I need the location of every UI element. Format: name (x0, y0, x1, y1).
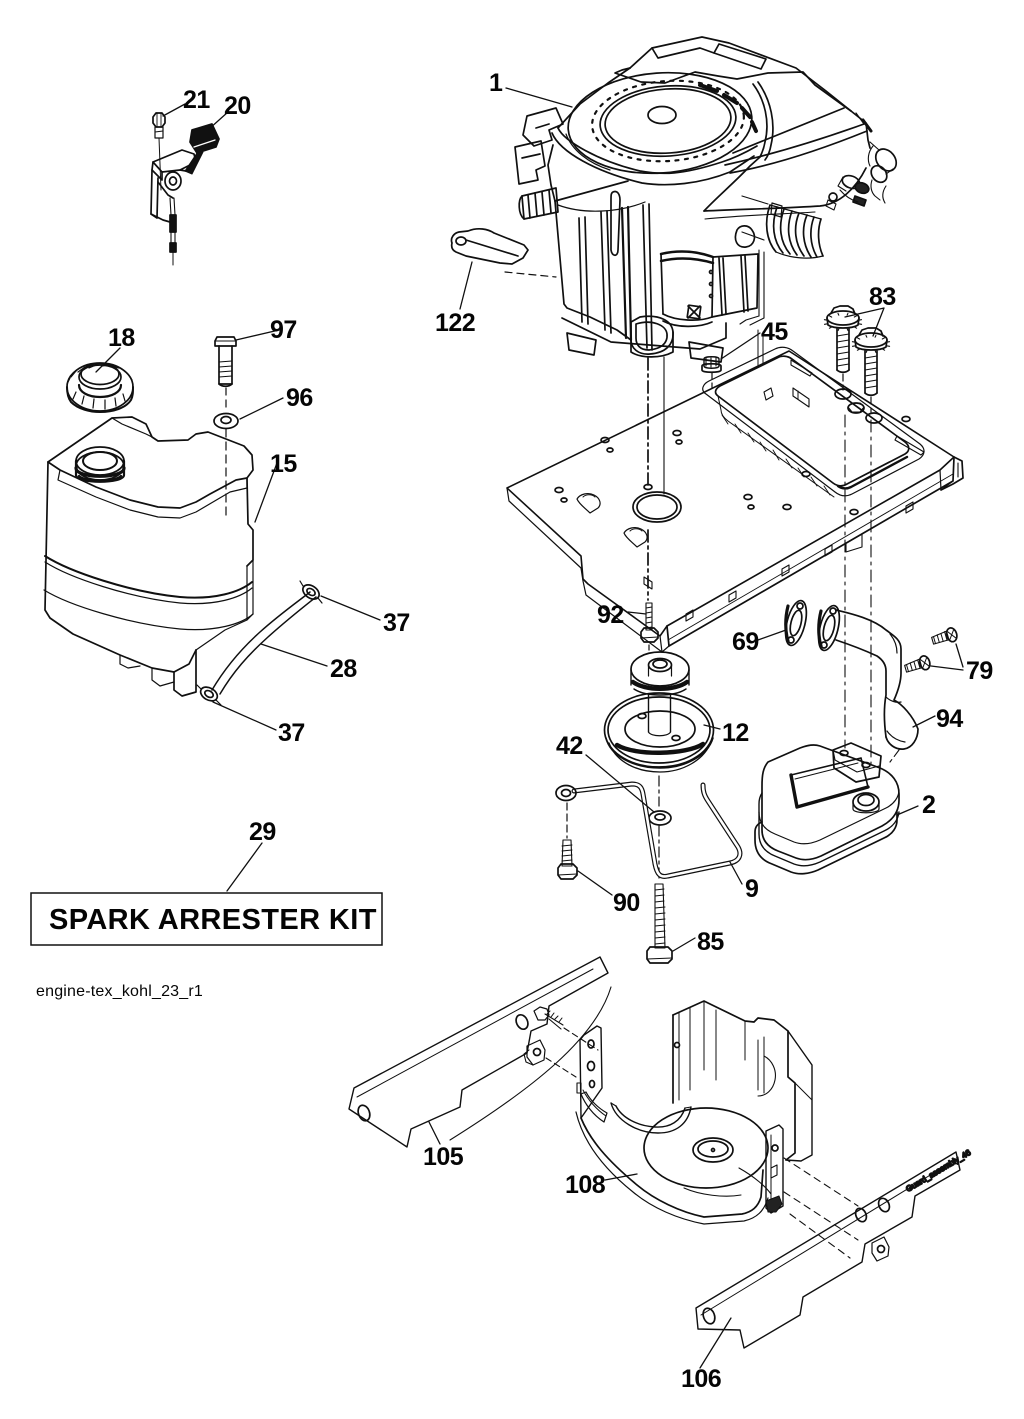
svg-text:90: 90 (613, 889, 640, 917)
svg-text:69: 69 (732, 628, 759, 656)
svg-text:85: 85 (697, 928, 724, 956)
svg-text:1: 1 (489, 69, 503, 97)
svg-text:15: 15 (270, 450, 297, 478)
svg-text:79: 79 (966, 657, 993, 685)
svg-text:45: 45 (761, 318, 788, 346)
svg-text:122: 122 (435, 309, 475, 337)
svg-text:106: 106 (681, 1365, 721, 1393)
svg-text:2: 2 (922, 791, 935, 819)
svg-text:12: 12 (722, 719, 749, 747)
svg-text:42: 42 (556, 732, 583, 760)
svg-text:29: 29 (249, 818, 276, 846)
svg-text:18: 18 (108, 324, 135, 352)
svg-text:37: 37 (383, 609, 410, 637)
svg-text:108: 108 (565, 1171, 606, 1199)
svg-text:Guard_assembly_46: Guard_assembly_46 (904, 1148, 972, 1194)
svg-text:105: 105 (423, 1143, 464, 1171)
svg-text:28: 28 (330, 655, 357, 683)
svg-text:21: 21 (183, 86, 210, 114)
svg-text:92: 92 (597, 601, 624, 629)
svg-text:94: 94 (936, 705, 963, 733)
svg-text:20: 20 (224, 92, 251, 120)
svg-text:37: 37 (278, 719, 305, 747)
svg-text:97: 97 (270, 316, 297, 344)
svg-text:83: 83 (869, 283, 896, 311)
svg-text:engine-tex_kohl_23_r1: engine-tex_kohl_23_r1 (36, 983, 203, 1000)
svg-text:96: 96 (286, 384, 313, 412)
svg-text:SPARK ARRESTER KIT: SPARK ARRESTER KIT (49, 904, 377, 936)
svg-text:9: 9 (745, 875, 758, 903)
